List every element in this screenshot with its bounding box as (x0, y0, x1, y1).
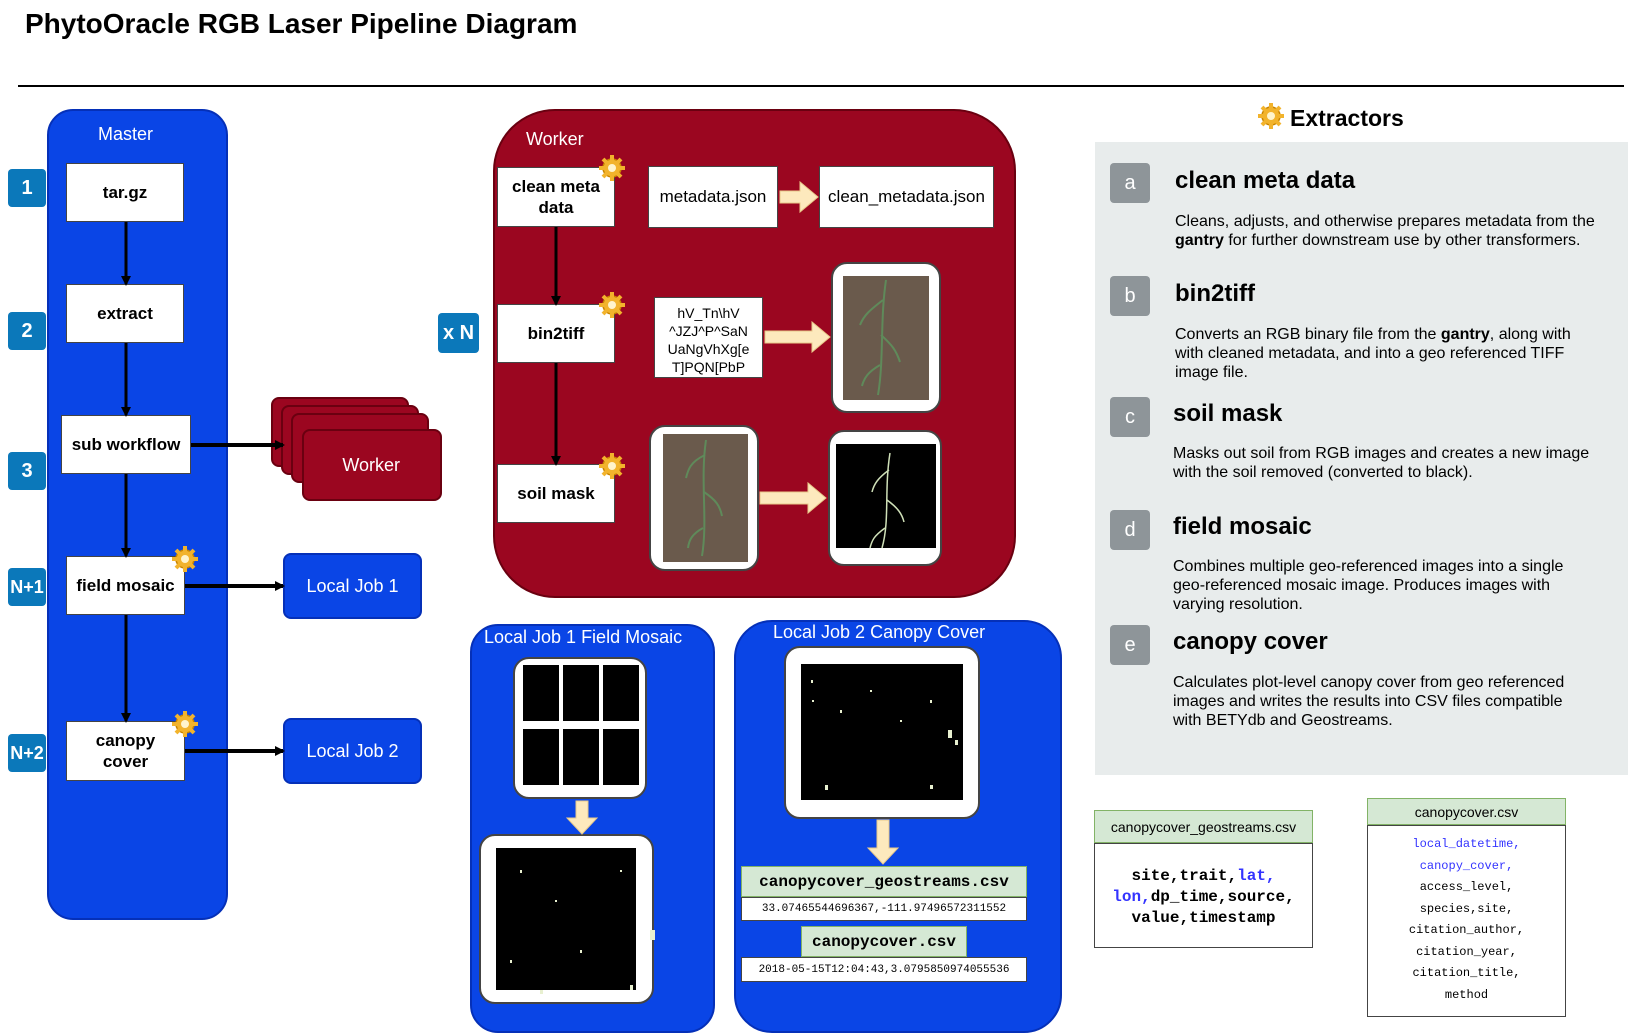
extractors-heading: Extractors (1290, 105, 1404, 131)
schema-field: dp_time,source, (1150, 888, 1295, 906)
extractors-panel (1095, 142, 1628, 775)
local-job-1-title: Local Job 1 Field Mosaic (484, 627, 683, 647)
extractor-a-description: Cleans, adjusts, and otherwise prepares … (1175, 213, 1595, 249)
mosaic-tile (563, 665, 599, 721)
gear-icon (597, 290, 627, 320)
masked-leaf-strokes (869, 452, 905, 549)
bin2tiff-node[interactable]: bin2tiff (497, 304, 615, 363)
field-mosaic-node[interactable]: field mosaic (66, 556, 185, 615)
extractor-d-name: field mosaic (1173, 513, 1312, 540)
transform-arrow (565, 800, 599, 835)
geostreams-schema-body: site,trait,lat, lon,dp_time,source, valu… (1094, 843, 1313, 948)
geostreams-csv-label: canopycover_geostreams.csv (741, 866, 1027, 897)
extractor-b-name: bin2tiff (1175, 280, 1255, 307)
mosaic-tile (523, 665, 559, 721)
extractor-a-name: clean meta data (1175, 167, 1356, 194)
transform-arrow (764, 320, 831, 354)
mosaic-tile (523, 729, 559, 785)
extractor-c-description: Masks out soil from RGB images and creat… (1173, 445, 1590, 481)
clean-meta-node[interactable]: clean meta data (497, 167, 615, 227)
canopycover-csv-value: 2018-05-15T12:04:43,3.0795850974055536 (741, 957, 1027, 982)
gear-icon (597, 153, 627, 183)
sub-workflow-node[interactable]: sub workflow (61, 415, 191, 474)
clean-metadata-json-file: clean_metadata.json (819, 166, 994, 228)
canopy-cover-node[interactable]: canopy cover (66, 721, 185, 781)
gear-icon (1256, 101, 1286, 131)
schema-field-key: local_datetime, (1412, 837, 1521, 851)
transform-arrow (759, 481, 827, 515)
extractor-b-badge: b (1110, 276, 1150, 316)
soil-mask-node[interactable]: soil mask (497, 464, 615, 523)
canopycover-schema-body: local_datetime, canopy_cover, access_lev… (1367, 825, 1566, 1017)
canopy-image-card (784, 646, 980, 819)
local-job-2-title: Local Job 2 Canopy Cover (773, 622, 986, 642)
extractor-c-name: soil mask (1173, 400, 1283, 427)
extractor-e-description: Calculates plot-level canopy cover from … (1173, 674, 1565, 729)
schema-field: citation_year, (1416, 944, 1517, 959)
rgb-plant-image (843, 276, 929, 400)
worker-label: Worker (526, 129, 584, 149)
extractor-a-badge: a (1110, 163, 1150, 203)
gear-icon (597, 451, 627, 481)
gear-icon (170, 709, 200, 739)
step-n1-badge: N+1 (8, 568, 46, 606)
field-mosaic-image-card (479, 834, 654, 1004)
local-job-2-node[interactable]: Local Job 2 (283, 718, 422, 784)
schema-field: method (1444, 987, 1489, 1002)
step-1-badge: 1 (8, 169, 46, 207)
extractor-b-description: Converts an RGB binary file from the gan… (1175, 326, 1571, 381)
metadata-json-file: metadata.json (648, 166, 778, 228)
worker-stack-front[interactable]: Worker (302, 429, 442, 501)
schema-field: citation_title, (1412, 966, 1521, 980)
mosaic-tiles-card (513, 657, 647, 799)
schema-field-key: lat, (1237, 867, 1276, 885)
master-lane (47, 109, 228, 920)
canopy-speckles (510, 680, 958, 994)
extractor-d-description: Combines multiple geo-referenced images … (1173, 558, 1564, 613)
targz-node[interactable]: tar.gz (66, 163, 184, 222)
schema-field: site,trait, (1131, 867, 1238, 885)
step-2-badge: 2 (8, 312, 46, 350)
extractor-d-badge: d (1110, 510, 1150, 550)
extractor-c-badge: c (1110, 397, 1150, 437)
mosaic-tile (603, 729, 639, 785)
schema-field-key: lon, (1112, 888, 1151, 906)
mosaic-tile (563, 729, 599, 785)
transform-arrow (779, 180, 819, 214)
schema-field: species,site, (1419, 901, 1514, 916)
page-title: PhytoOracle RGB Laser Pipeline Diagram (25, 8, 578, 39)
gear-icon (170, 544, 200, 574)
plant-leaf-strokes (685, 279, 901, 557)
canopy-mosaic-image (801, 664, 963, 800)
mosaic-tile (603, 665, 639, 721)
geostreams-schema-header: canopycover_geostreams.csv (1094, 810, 1313, 843)
master-label: Master (98, 124, 154, 144)
canopycover-schema-header: canopycover.csv (1367, 798, 1566, 825)
binary-data-file: hV_Tn\hV ^JZJ^P^SaN UaNgVhXg[e T]PQN[PbP (654, 297, 763, 378)
schema-field-key: canopy_cover, (1419, 858, 1514, 873)
extractor-e-badge: e (1110, 625, 1150, 665)
geostreams-csv-value: 33.07465544696367,-111.97496572311552 (741, 897, 1027, 921)
canopycover-csv-label: canopycover.csv (801, 926, 967, 957)
title-divider (18, 85, 1624, 87)
field-mosaic-image (496, 848, 636, 990)
transform-arrow (866, 819, 900, 865)
soil-input-image (663, 434, 748, 562)
step-n2-badge: N+2 (8, 734, 46, 772)
schema-field: value,timestamp (1131, 909, 1276, 927)
schema-field: access_level, (1419, 880, 1514, 894)
worker-multiplier-badge: x N (438, 313, 479, 353)
extractor-e-name: canopy cover (1173, 628, 1328, 655)
step-3-badge: 3 (8, 452, 46, 490)
schema-field: citation_author, (1408, 923, 1525, 937)
